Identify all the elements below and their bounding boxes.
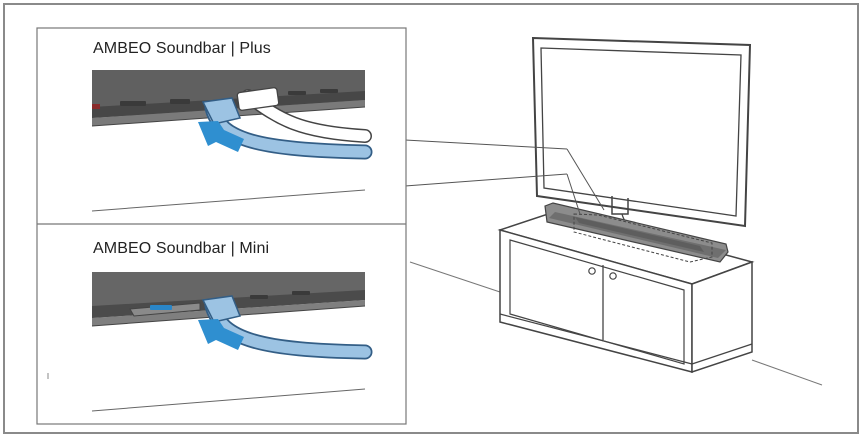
insert-arrow-icon [198, 121, 244, 152]
leader-line-diag-2 [566, 173, 581, 215]
tv-cabinet [497, 209, 755, 374]
leader-line-bottom [404, 173, 568, 187]
leader-line-top [404, 139, 568, 150]
soundbar [544, 202, 729, 263]
plus-surface-line [91, 189, 366, 212]
plus-detail [91, 70, 373, 212]
mini-surface-line [91, 388, 366, 412]
mini-detail [47, 272, 373, 412]
room-scene [404, 36, 823, 386]
detail-panel [36, 27, 407, 425]
insert-arrow-icon [198, 319, 244, 350]
caption-mini: AMBEO Soundbar | Mini [93, 240, 270, 257]
floor-line-right [751, 359, 823, 386]
television [531, 36, 752, 231]
mini-blue-port [150, 305, 172, 310]
floor-line-left [409, 261, 501, 293]
caption-plus: AMBEO Soundbar | Plus [93, 40, 271, 57]
leader-line-diag-1 [566, 148, 605, 211]
